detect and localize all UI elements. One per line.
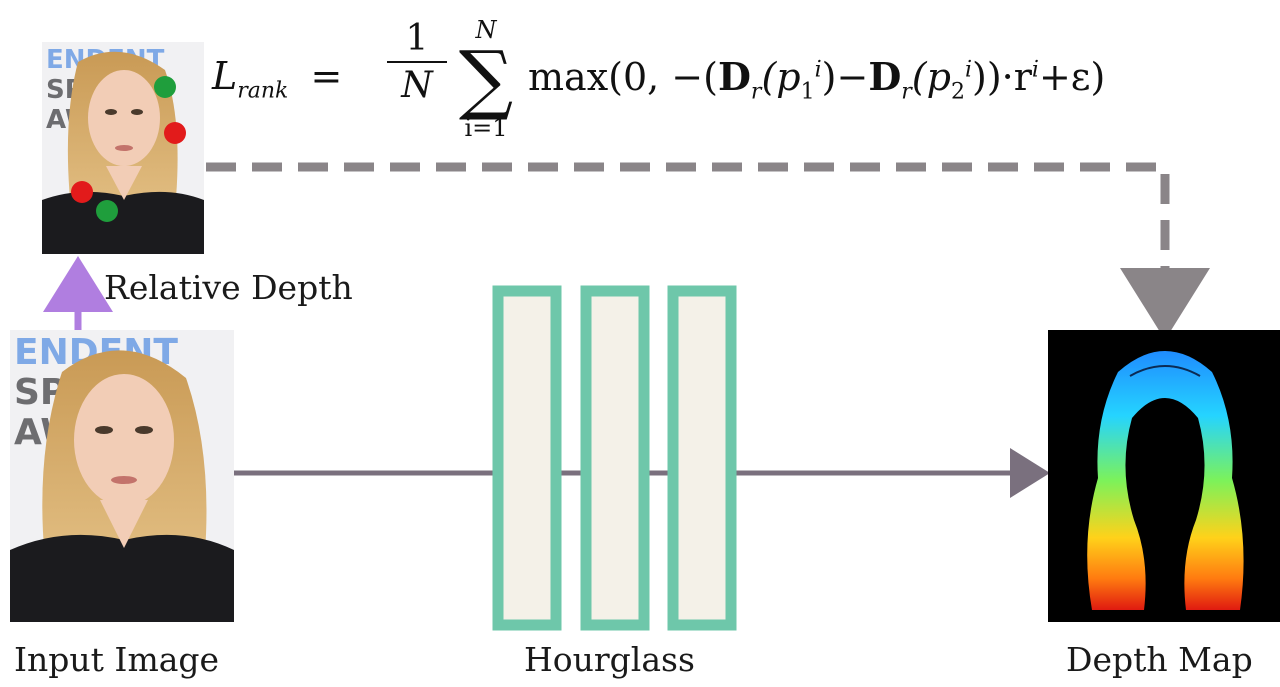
supervision-dashed-arrow bbox=[206, 162, 1210, 340]
formula-body: max(0, −(Dr(p1i)−Dr(p2i))·ri+ε) bbox=[528, 54, 1106, 105]
hourglass-module bbox=[492, 285, 737, 631]
depth-map-image bbox=[1048, 330, 1280, 622]
formula-sum-sigma: ∑ bbox=[458, 34, 514, 123]
hourglass-block-2 bbox=[580, 285, 650, 631]
rank-point-red-1 bbox=[164, 122, 186, 144]
relative-depth-image: ENDENT SP AW bbox=[42, 42, 204, 254]
formula-lhs: L bbox=[212, 54, 238, 98]
formula-fraction: 1 N bbox=[387, 18, 447, 106]
hourglass-label: Hourglass bbox=[524, 640, 695, 679]
hourglass-block-3 bbox=[667, 285, 737, 631]
formula-sum-top: N bbox=[475, 16, 497, 44]
rank-loss-formula: Lrank = 1 N N ∑ i=1 max(0, −(Dr(p1i)−Dr(… bbox=[212, 4, 1212, 154]
input-image-label: Input Image bbox=[14, 640, 220, 679]
formula-frac-den: N bbox=[401, 65, 433, 106]
formula-frac-num: 1 bbox=[405, 18, 429, 59]
formula-sum-bottom: i=1 bbox=[464, 114, 508, 142]
formula-sum: N ∑ i=1 bbox=[452, 16, 520, 142]
input-image: ENDENT SP AW bbox=[10, 330, 234, 622]
formula-lhs-sub: rank bbox=[237, 78, 289, 104]
relative-depth-label: Relative Depth bbox=[104, 268, 353, 307]
hourglass-block-1 bbox=[492, 285, 562, 631]
rank-point-green-2 bbox=[96, 200, 118, 222]
depth-map-label: Depth Map bbox=[1066, 640, 1253, 679]
formula-equals: = bbox=[310, 54, 343, 98]
rank-point-red-2 bbox=[71, 181, 93, 203]
rank-point-green-1 bbox=[154, 76, 176, 98]
